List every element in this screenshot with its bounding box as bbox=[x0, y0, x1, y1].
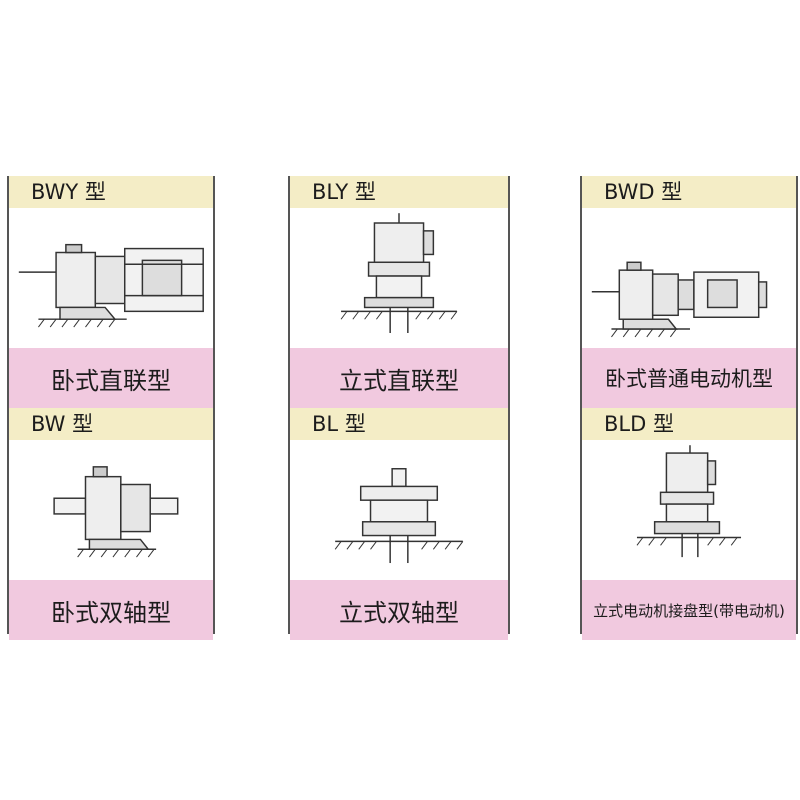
type-name: 立式电动机接盘型(带电动机) bbox=[582, 580, 796, 640]
type-name: 卧式普通电动机型 bbox=[582, 348, 796, 408]
type-card-bw: BW 型 卧式双轴型 bbox=[7, 408, 215, 640]
vertical-direct-coupled-reducer-icon bbox=[290, 208, 508, 348]
model-code: BL 型 bbox=[290, 408, 508, 440]
horizontal-double-shaft-reducer-icon bbox=[9, 440, 213, 580]
model-code: BLY 型 bbox=[290, 176, 508, 208]
type-name: 卧式双轴型 bbox=[9, 580, 213, 640]
model-code: BWD 型 bbox=[582, 176, 796, 208]
type-card-bly: BLY 型 立式直联型 bbox=[288, 176, 510, 408]
model-code: BLD 型 bbox=[582, 408, 796, 440]
type-card-bwd: BWD 型 卧式普通电动机型 bbox=[580, 176, 798, 408]
type-name: 卧式直联型 bbox=[9, 348, 213, 408]
type-card-bl: BL 型 立式双轴型 bbox=[288, 408, 510, 640]
horizontal-direct-coupled-reducer-icon bbox=[9, 208, 213, 348]
type-name: 立式直联型 bbox=[290, 348, 508, 408]
model-code: BWY 型 bbox=[9, 176, 213, 208]
model-code: BW 型 bbox=[9, 408, 213, 440]
vertical-double-shaft-reducer-icon bbox=[290, 440, 508, 580]
type-name: 立式双轴型 bbox=[290, 580, 508, 640]
vertical-motor-flange-reducer-icon bbox=[582, 440, 796, 580]
type-card-bld: BLD 型 立式电动机接盘型(带电动机) bbox=[580, 408, 798, 640]
horizontal-motor-reducer-icon bbox=[582, 208, 796, 348]
type-card-bwy: BWY 型 卧式直联型 bbox=[7, 176, 215, 408]
